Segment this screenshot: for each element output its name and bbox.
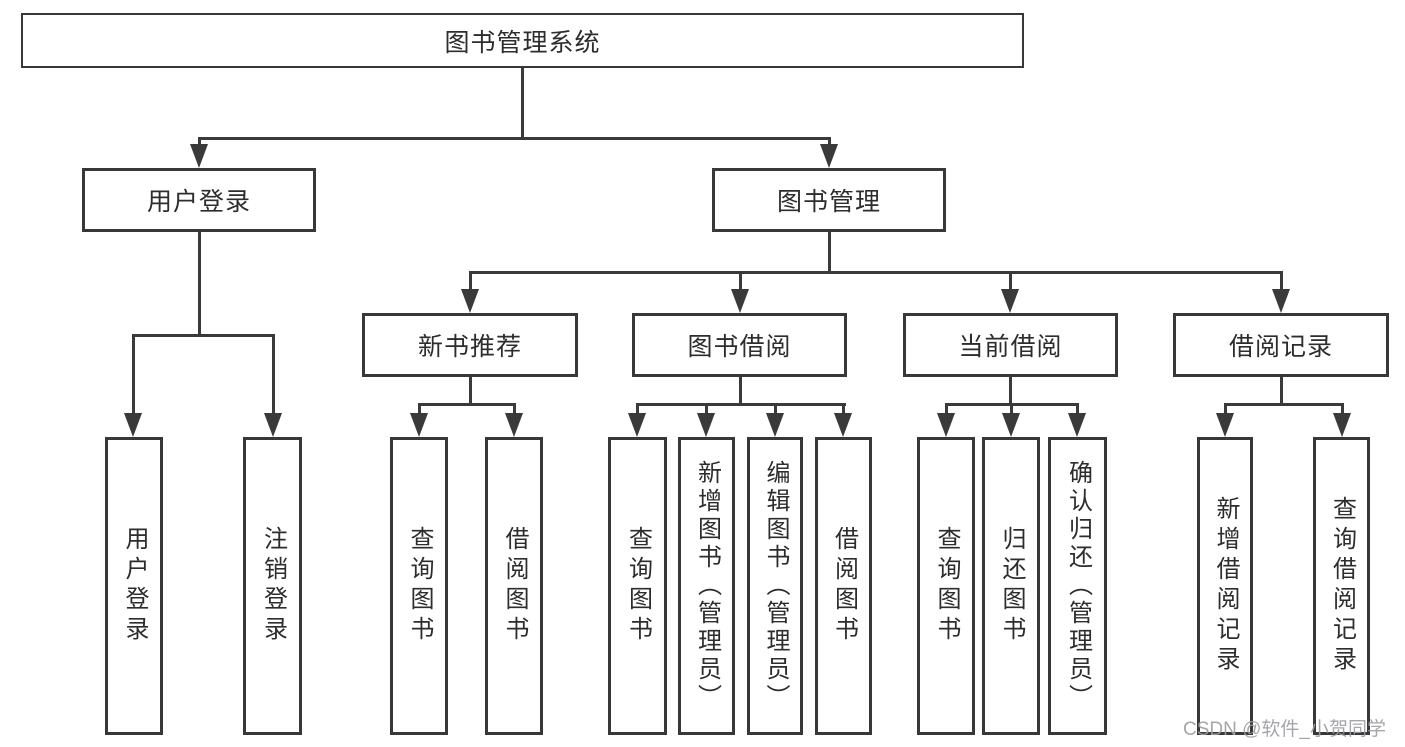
arrowhead-down-icon: [1272, 289, 1290, 313]
leaf-confirm-return-admin: 确认归还（管理员）: [1048, 437, 1107, 735]
node-book-borrow: 图书借阅: [632, 313, 847, 377]
arrowhead-down-icon: [1216, 413, 1234, 437]
leaf-borrow-books-recommend-label: 借阅图书: [501, 526, 528, 646]
connector-records-rail: [1223, 403, 1344, 406]
connector-drop-line: [271, 334, 275, 416]
connector-drop-line: [1008, 271, 1012, 293]
arrowhead-down-icon: [628, 413, 646, 437]
connector-drop-line: [417, 403, 421, 416]
leaf-return-books-label: 归还图书: [998, 526, 1025, 646]
leaf-query-books-current-label: 查询图书: [933, 526, 960, 646]
connector-drop-line: [841, 403, 845, 416]
arrowhead-down-icon: [461, 289, 479, 313]
connector-drop-line: [1279, 271, 1283, 293]
node-book-management: 图书管理: [712, 168, 946, 232]
leaf-add-books-admin-label: 新增图书（管理员）: [693, 460, 721, 712]
arrowhead-down-icon: [697, 413, 715, 437]
connector-drop-line: [512, 403, 516, 416]
connector-recommend-stem: [468, 377, 472, 406]
leaf-add-borrow-record-label: 新增借阅记录: [1212, 496, 1239, 676]
leaf-borrow-books-recommend: 借阅图书: [485, 437, 543, 735]
connector-userlogin-stem: [197, 232, 201, 337]
arrowhead-down-icon: [410, 413, 428, 437]
node-new-book-recommend: 新书推荐: [362, 313, 578, 377]
node-user-login-label: 用户登录: [146, 188, 251, 216]
node-book-borrow-label: 图书借阅: [687, 333, 792, 361]
connector-drop-line: [1009, 403, 1013, 416]
leaf-logout-label: 注销登录: [259, 526, 287, 646]
leaf-query-books-recommend-label: 查询图书: [406, 526, 433, 646]
csdn-watermark: CSDN @软件_小贺同学: [1183, 719, 1386, 740]
arrowhead-down-icon: [124, 413, 142, 437]
connector-bookmgmt-rail: [468, 271, 1283, 274]
node-borrow-records: 借阅记录: [1173, 313, 1389, 377]
leaf-add-books-admin: 新增图书（管理员）: [678, 437, 735, 735]
connector-drop-line: [738, 271, 742, 293]
leaf-user-login: 用户登录: [105, 437, 163, 735]
arrowhead-down-icon: [1333, 413, 1351, 437]
connector-userlogin-rail: [131, 334, 275, 337]
arrowhead-down-icon: [190, 144, 208, 168]
leaf-query-borrow-record-label: 查询借阅记录: [1328, 496, 1356, 676]
connector-currentborrow-stem: [1008, 377, 1012, 406]
leaf-edit-books-admin: 编辑图书（管理员）: [747, 437, 803, 735]
connector-drop-line: [1340, 403, 1344, 416]
connector-bookmgmt-stem: [827, 232, 831, 274]
connector-bookborrow-stem: [738, 377, 742, 406]
leaf-borrow-books-label: 借阅图书: [830, 526, 858, 646]
arrowhead-down-icon: [731, 289, 749, 313]
arrowhead-down-icon: [937, 413, 955, 437]
connector-recommend-rail: [417, 403, 516, 406]
leaf-user-login-label: 用户登录: [121, 526, 148, 646]
connector-root-rail: [197, 137, 831, 140]
connector-drop-line: [1223, 403, 1227, 416]
arrowhead-down-icon: [1001, 289, 1019, 313]
leaf-return-books: 归还图书: [982, 437, 1040, 735]
leaf-query-books-borrow-label: 查询图书: [624, 526, 652, 646]
connector-bookborrow-rail: [635, 403, 846, 406]
connector-drop-line: [773, 403, 777, 416]
leaf-query-borrow-record: 查询借阅记录: [1313, 437, 1370, 735]
node-user-login: 用户登录: [82, 168, 316, 232]
connector-drop-line: [635, 403, 639, 416]
connector-records-stem: [1279, 377, 1283, 406]
leaf-add-borrow-record: 新增借阅记录: [1197, 437, 1253, 735]
connector-drop-line: [704, 403, 708, 416]
connector-drop-line: [468, 271, 472, 293]
node-borrow-records-label: 借阅记录: [1228, 333, 1333, 361]
leaf-query-books-borrow: 查询图书: [608, 437, 667, 735]
arrowhead-down-icon: [264, 413, 282, 437]
arrowhead-down-icon: [1068, 413, 1086, 437]
node-root-label: 图书管理系统: [444, 28, 601, 57]
arrowhead-down-icon: [834, 413, 852, 437]
node-current-borrow-label: 当前借阅: [958, 333, 1063, 361]
connector-drop-line: [1075, 403, 1079, 416]
leaf-edit-books-admin-label: 编辑图书（管理员）: [762, 460, 789, 712]
node-current-borrow: 当前借阅: [903, 313, 1118, 377]
leaf-logout: 注销登录: [243, 437, 302, 735]
connector-drop-line: [944, 403, 948, 416]
node-new-book-recommend-label: 新书推荐: [417, 333, 522, 361]
node-root: 图书管理系统: [21, 13, 1024, 68]
leaf-borrow-books: 借阅图书: [815, 437, 872, 735]
leaf-query-books-current: 查询图书: [917, 437, 975, 735]
arrowhead-down-icon: [505, 413, 523, 437]
arrowhead-down-icon: [820, 144, 838, 168]
connector-drop-line: [131, 334, 135, 416]
node-book-management-label: 图书管理: [776, 188, 881, 216]
connector-root-stem: [520, 68, 524, 139]
arrowhead-down-icon: [766, 413, 784, 437]
arrowhead-down-icon: [1002, 413, 1020, 437]
leaf-confirm-return-admin-label: 确认归还（管理员）: [1064, 460, 1092, 712]
leaf-query-books-recommend: 查询图书: [390, 437, 448, 735]
